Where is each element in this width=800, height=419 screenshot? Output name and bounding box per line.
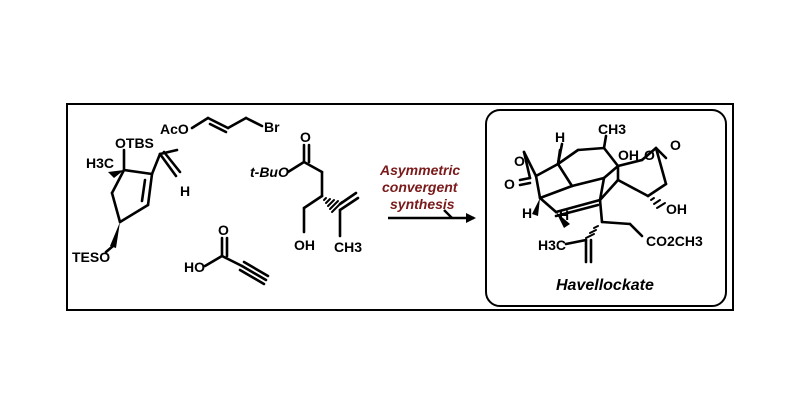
- label-h-top: H: [555, 129, 565, 145]
- label-o-right-ring: O: [644, 147, 655, 163]
- label-o-carbonyl-left: O: [504, 176, 515, 192]
- label-ho-propiolic: HO: [184, 259, 205, 275]
- label-oh-right: OH: [666, 201, 687, 217]
- label-otbs: OTBS: [115, 135, 154, 151]
- label-h-bottom1: H: [522, 205, 532, 221]
- label-h-bottom2: H: [559, 207, 569, 223]
- label-br: Br: [264, 119, 280, 135]
- label-h3c-reagent1: H3C: [86, 155, 114, 171]
- propiolic-acid: [203, 236, 270, 286]
- product-box: [485, 109, 727, 307]
- label-h3c-product: H3C: [538, 237, 566, 253]
- ester-alcohol: [286, 143, 360, 238]
- arrow-label-line1: Asymmetric: [379, 162, 460, 178]
- label-o-ester: O: [300, 129, 311, 145]
- label-tbuo: t-BuO: [250, 164, 289, 180]
- label-o-left-ring: O: [514, 153, 525, 169]
- label-o-propiolic: O: [218, 222, 229, 238]
- label-h-aldehyde: H: [180, 183, 190, 199]
- havellockate-structure: [518, 134, 668, 264]
- label-co2ch3: CO2CH3: [646, 233, 703, 249]
- product-name: Havellockate: [556, 277, 654, 294]
- arrow-label-line2: convergent: [382, 179, 459, 195]
- label-teso: TESO: [72, 249, 110, 265]
- arrow-label-line3: synthesis: [390, 196, 455, 212]
- label-oh-ester: OH: [294, 237, 315, 253]
- label-aco: AcO: [160, 121, 189, 137]
- cyclopentene-aldehyde: [104, 148, 182, 254]
- label-ch3-top: CH3: [598, 121, 626, 137]
- allyl-bromide: [190, 116, 264, 134]
- label-o-carbonyl-right: O: [670, 137, 681, 153]
- outer-frame: [66, 103, 734, 311]
- reaction-arrow-second-head: [443, 209, 453, 219]
- label-ch3-ester: CH3: [334, 239, 362, 255]
- label-oh-top: OH: [618, 147, 639, 163]
